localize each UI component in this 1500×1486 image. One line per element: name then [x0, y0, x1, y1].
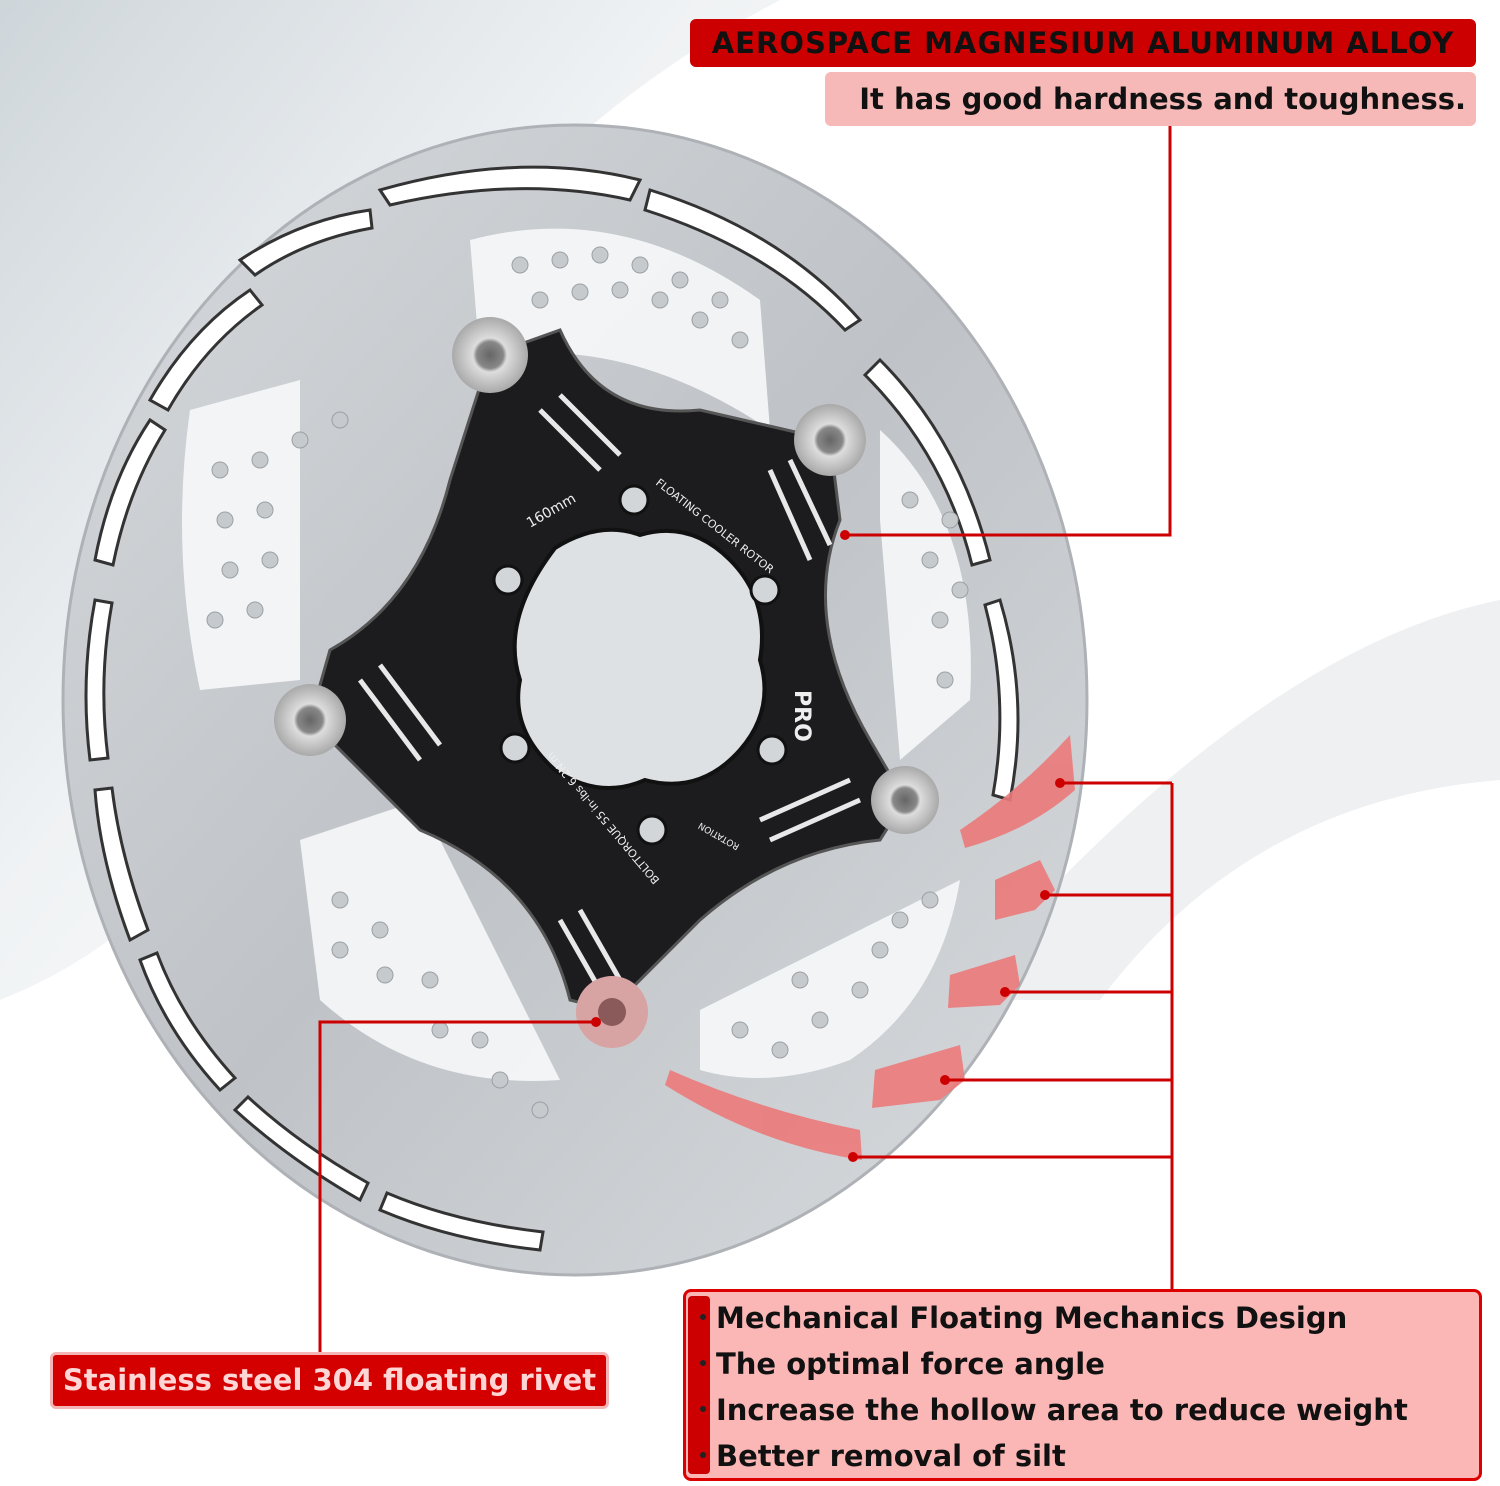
- feature-item: Mechanical Floating Mechanics Design: [694, 1295, 1408, 1341]
- floating-rivets: [274, 317, 939, 1048]
- feature-item: Increase the hollow area to reduce weigh…: [694, 1387, 1408, 1433]
- brake-rotor: 160mm FLOATING COOLER ROTOR PRO BOLTTORQ…: [61, 123, 1089, 1277]
- spider-graphic-stripes: [358, 393, 862, 992]
- material-subtitle: It has good hardness and toughness.: [825, 72, 1476, 126]
- feature-item: Better removal of silt: [694, 1433, 1408, 1479]
- bullet-icon: [700, 1406, 706, 1412]
- bullet-icon: [700, 1452, 706, 1458]
- feature-text: Mechanical Floating Mechanics Design: [716, 1301, 1348, 1335]
- callout-leader-lines: [318, 126, 1174, 1352]
- background-swoosh: [950, 600, 1500, 1000]
- feature-text: Better removal of silt: [716, 1439, 1066, 1473]
- hub-bolt-holes: [492, 484, 788, 846]
- feature-text: The optimal force angle: [716, 1347, 1105, 1381]
- rotor-cooling-slots: [84, 165, 1020, 1252]
- rivet-label: Stainless steel 304 floating rivet: [50, 1352, 609, 1409]
- feature-item: The optimal force angle: [694, 1341, 1408, 1387]
- callout-dots: [591, 530, 1065, 1162]
- feature-list-accent-bar: [688, 1296, 710, 1474]
- center-lock-hole: [512, 527, 767, 790]
- feature-text: Increase the hollow area to reduce weigh…: [716, 1393, 1408, 1427]
- highlighted-hollow-areas: [665, 735, 1075, 1160]
- feature-list-box: Mechanical Floating Mechanics Design The…: [683, 1289, 1482, 1481]
- drill-holes: [206, 246, 969, 1119]
- bullet-icon: [700, 1314, 706, 1320]
- bullet-icon: [700, 1360, 706, 1366]
- material-title-banner: AEROSPACE MAGNESIUM ALUMINUM ALLOY: [690, 19, 1476, 67]
- brand-logo: PRO: [789, 690, 814, 742]
